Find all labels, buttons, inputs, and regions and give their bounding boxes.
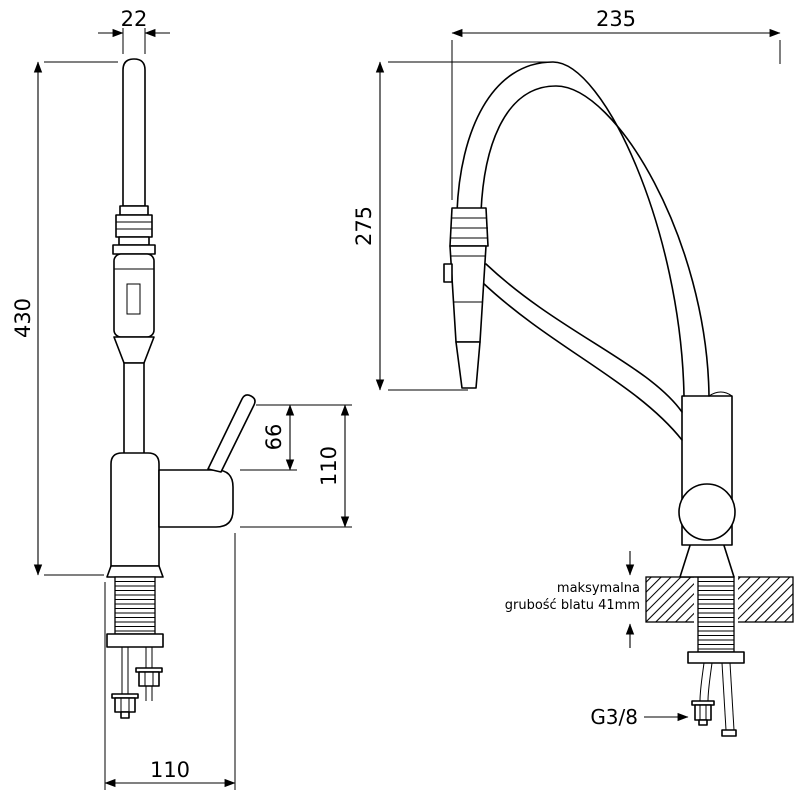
spray-head bbox=[443, 207, 489, 389]
faucet-neck bbox=[123, 362, 145, 456]
dim-spout-height: 275 bbox=[352, 61, 548, 391]
counter-note-line2: grubość blatu 41mm bbox=[505, 598, 640, 613]
thread-label-text: G3/8 bbox=[590, 705, 638, 729]
dim-label-handle-height: 110 bbox=[317, 446, 341, 486]
front-view: 235 275 maksymalna grubość blatu 41mm G3… bbox=[352, 7, 794, 737]
spray-wand bbox=[112, 58, 156, 255]
dim-handle-rise: 66 bbox=[240, 404, 352, 471]
thread-size-label: G3/8 bbox=[590, 705, 689, 729]
dim-handle-height: 110 bbox=[240, 404, 352, 528]
dim-label-spout-height: 275 bbox=[352, 206, 376, 246]
ball-joint bbox=[678, 483, 736, 541]
curved-spout bbox=[456, 61, 733, 397]
counter-thickness-note: maksymalna grubość blatu 41mm bbox=[505, 551, 640, 648]
mounting-hardware-left bbox=[106, 576, 164, 719]
dim-label-reach: 235 bbox=[596, 7, 636, 31]
dim-total-height: 430 bbox=[11, 61, 118, 576]
dim-label-total-height: 430 bbox=[11, 298, 35, 338]
faucet-body bbox=[106, 452, 234, 578]
pull-down-hose bbox=[481, 263, 683, 441]
side-view: 22 430 66 110 110 bbox=[11, 7, 352, 790]
handle-lever bbox=[207, 394, 256, 473]
dim-reach: 235 bbox=[451, 7, 781, 200]
dim-label-wand-diameter: 22 bbox=[121, 7, 148, 31]
dim-label-base-depth: 110 bbox=[150, 758, 190, 782]
faucet-base bbox=[678, 395, 736, 578]
dim-base-depth: 110 bbox=[104, 533, 236, 790]
dim-wand-diameter: 22 bbox=[98, 7, 170, 54]
counter-note-line1: maksymalna bbox=[557, 581, 640, 596]
mounting-hardware-right bbox=[687, 576, 745, 737]
spray-head-body bbox=[113, 253, 155, 364]
dim-label-handle-rise: 66 bbox=[262, 424, 286, 451]
